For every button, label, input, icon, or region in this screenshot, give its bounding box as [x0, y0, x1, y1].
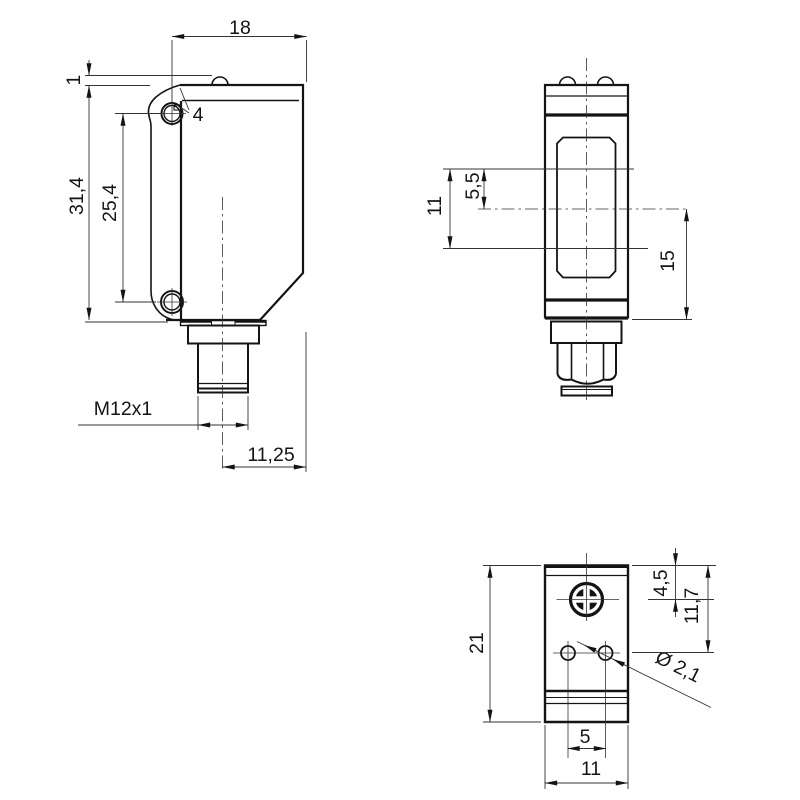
dim-side-top-width: 18 [229, 17, 251, 39]
front-led-domes [558, 76, 615, 86]
front-connector [550, 320, 623, 397]
front-view: 5,5 11 15 [424, 58, 692, 403]
side-view: 18 1 31,4 25,4 4 M12x1 11,25 [63, 17, 307, 472]
dim-front-axis-to-bottom: 15 [657, 250, 679, 272]
dim-front-axis-top-offset: 5,5 [462, 172, 484, 199]
dim-side-slot-width: 4 [193, 104, 204, 126]
side-bottom-screw [157, 288, 187, 316]
dim-front-axis-spacing: 11 [424, 196, 446, 216]
dim-bottom-width: 11 [581, 758, 601, 780]
bottom-screw-centerlines [556, 553, 619, 621]
dim-bottom-hole-spacing: 5 [580, 726, 591, 748]
front-lens-window [556, 136, 617, 279]
side-bracket-outline [147, 84, 181, 322]
dim-side-bump-height: 1 [63, 75, 85, 86]
dim-side-thread: M12x1 [94, 398, 153, 420]
dim-side-connector-offset: 11,25 [247, 444, 295, 466]
bottom-view: Ø 2,1 21 4,5 11,7 5 11 [466, 548, 716, 789]
side-led-dome [211, 76, 229, 86]
dim-bottom-holes-offset: 11,7 [681, 588, 703, 625]
dim-bottom-height: 21 [466, 632, 488, 654]
dim-side-total-height: 31,4 [66, 177, 88, 215]
bottom-hole-centerlines [553, 641, 620, 758]
side-body-outline [166, 83, 305, 322]
side-connector [179, 319, 267, 394]
dim-side-hole-spacing: 25,4 [99, 184, 121, 222]
dim-bottom-screw-offset: 4,5 [650, 569, 672, 596]
